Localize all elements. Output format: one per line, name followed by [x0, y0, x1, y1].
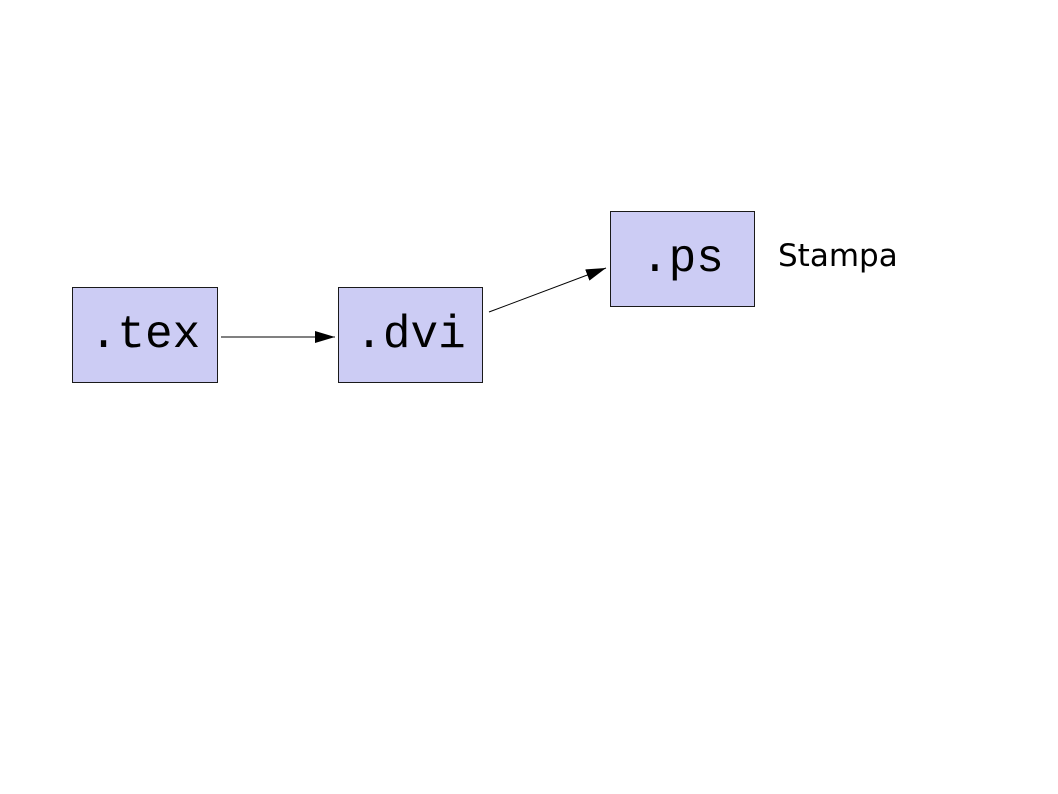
node-dvi: .dvi	[338, 287, 483, 383]
node-dvi-label: .dvi	[355, 309, 466, 361]
node-ps-label: .ps	[641, 233, 724, 285]
arrow-dvi-to-ps	[488, 267, 607, 313]
node-tex: .tex	[72, 287, 218, 383]
node-tex-label: .tex	[89, 309, 201, 361]
annotation-stampa: Stampa	[778, 238, 898, 274]
node-ps: .ps	[610, 211, 755, 307]
